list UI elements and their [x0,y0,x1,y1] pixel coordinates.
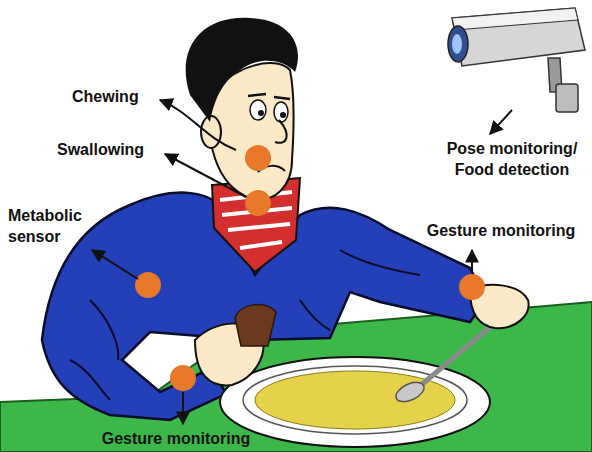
eye [274,102,288,122]
sensor-dot [135,272,161,298]
pupil [280,112,286,118]
lens-glare [452,34,462,54]
camera [448,8,585,112]
cupcake [235,305,276,346]
sensor-label: Pose monitoring/ Food detection [432,138,592,180]
eye [250,100,266,120]
sensor-label: Chewing [72,86,172,107]
leader-arrow [471,250,473,273]
plate [220,357,490,447]
leader-arrow [182,392,184,424]
hair [186,18,298,122]
shirt-collar [212,178,300,272]
sensor-label: Metabolic sensor [8,205,98,247]
camera-body [452,8,585,66]
camera-lens [448,26,468,62]
sensor-dot [245,145,271,171]
sensor-label: Gesture monitoring [76,428,276,449]
ear [201,116,221,148]
leader-arrow [490,110,512,134]
pupil [258,110,264,116]
sensor-dot [170,365,196,391]
sensor-label: Swallowing [57,139,172,160]
leader-arrow [160,100,236,150]
eyebrows [248,94,290,99]
spoon-bowl [393,378,427,405]
leader-arrow [165,154,246,197]
camera-hood [452,8,578,30]
wall-mount [556,84,578,112]
sensor-dot [459,274,485,300]
sensor-dot [245,190,271,216]
nose [275,120,287,143]
leader-arrow [92,250,138,279]
sensor-label: Gesture monitoring [410,220,592,241]
